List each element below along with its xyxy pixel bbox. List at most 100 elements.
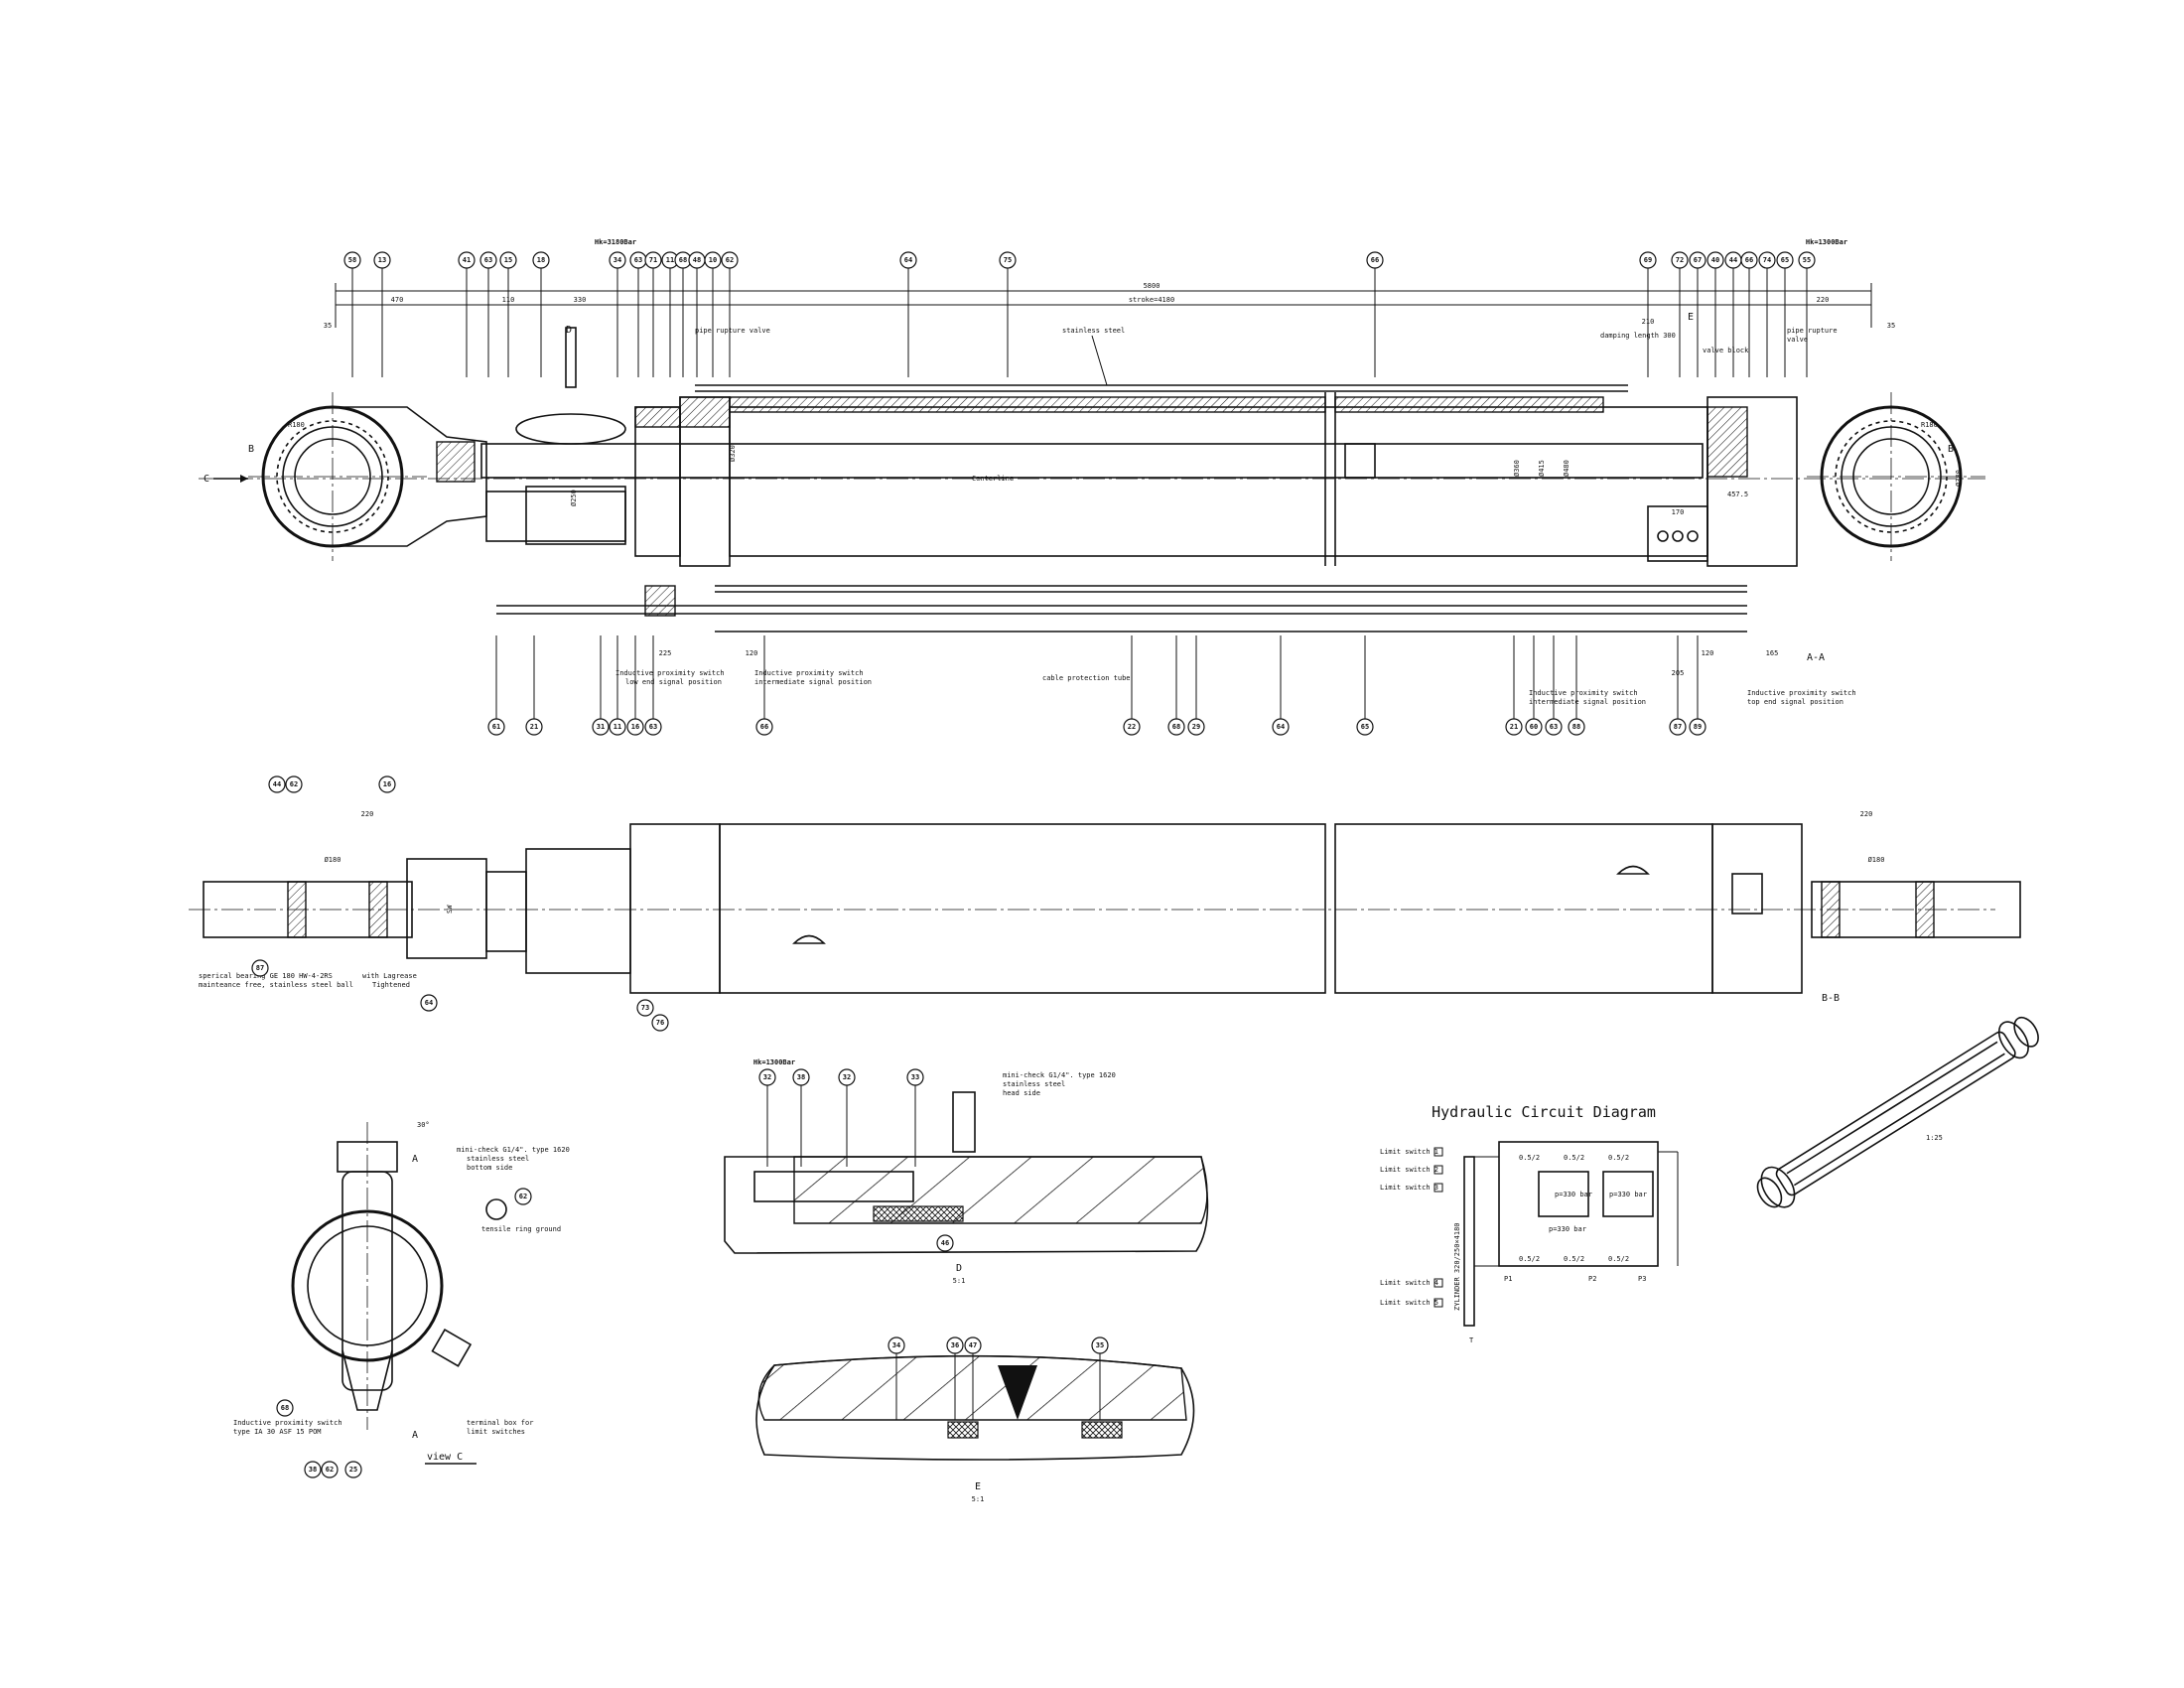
bb-left-eye	[203, 881, 413, 938]
dia-eye-right: Ø380	[1955, 470, 1963, 487]
hyd-comp-4: 0.5/2	[1519, 1154, 1540, 1162]
dia-tube: Ø360	[1513, 460, 1521, 477]
balloon-top-24: 74	[1758, 251, 1776, 377]
balloon-top-3: 41	[458, 251, 476, 377]
balloon-top-6: 18	[532, 251, 550, 377]
bearing-l1: sperical bearing GE 180 HW-4-2RS	[199, 972, 333, 980]
svg-text:63: 63	[484, 256, 492, 264]
prox-int-l2: intermediate signal position	[754, 678, 872, 686]
balloon-top-2: 13	[373, 251, 391, 377]
balloon-top-12: 48	[688, 251, 706, 377]
balloon-top-11: 68	[674, 251, 692, 377]
dim-225: 225	[659, 649, 672, 657]
balloon-top-18: 69	[1639, 251, 1657, 377]
isometric-view: 1:25	[1756, 1016, 2039, 1208]
rod-eye-radius: R180	[288, 421, 305, 429]
balloon-bottom-5: 16	[626, 635, 644, 736]
balloon-detaild-1: 32	[758, 1068, 776, 1167]
balloon-top-15: 64	[899, 251, 917, 377]
prox-low-l2: low end signal position	[625, 678, 722, 686]
dim-sw: SW	[446, 905, 454, 914]
svg-text:65: 65	[1361, 723, 1369, 731]
balloon-bottom-2: 21	[525, 635, 543, 736]
svg-text:66: 66	[1371, 256, 1379, 264]
svg-text:63: 63	[1550, 723, 1558, 731]
cable-tube-label: cable protection tube	[1042, 674, 1131, 682]
balloon-bottom-17: 87	[1669, 635, 1687, 736]
dim-220-bb-left: 220	[361, 810, 374, 818]
dim-220: 220	[1817, 296, 1830, 304]
svg-text:63: 63	[634, 256, 642, 264]
balloon-bottom-7: 66	[755, 635, 773, 736]
balloon-bottom-14: 60	[1525, 635, 1543, 736]
svg-text:66: 66	[760, 723, 768, 731]
svg-text:62: 62	[519, 1193, 527, 1200]
bearing-l2: mainteance free, stainless steel ball	[199, 981, 353, 989]
detail-e-label: E	[975, 1481, 981, 1492]
svg-text:44: 44	[273, 780, 281, 788]
limit-switch-3: Limit switch 3	[1380, 1184, 1438, 1192]
balloon-bottom-1: 61	[487, 635, 505, 736]
dia-b: Ø480	[1563, 460, 1570, 477]
balloon-side-5: 64	[420, 994, 438, 1012]
svg-text:62: 62	[290, 780, 298, 788]
dim-35-left: 35	[324, 322, 332, 330]
dim-35-right: 35	[1887, 322, 1895, 330]
svg-text:47: 47	[969, 1341, 977, 1349]
bb-base-flange	[1711, 823, 1803, 994]
balloon-detaile-3: 47	[964, 1336, 982, 1420]
svg-text:38: 38	[309, 1466, 317, 1474]
section-b-left: B	[248, 444, 254, 455]
dim-120-b: 120	[1702, 649, 1714, 657]
detail-d-circle	[515, 413, 626, 445]
pipe-rupture-2-l1: pipe rupture	[1787, 327, 1838, 335]
section-aa: A-A	[1807, 652, 1825, 663]
balloon-side-2: 62	[285, 775, 303, 793]
section-a-bottom: A	[412, 1430, 418, 1441]
section-a-top: A	[412, 1154, 418, 1165]
balloon-top-23: 66	[1740, 251, 1758, 377]
balloon-bottom-13: 21	[1505, 635, 1523, 736]
dim-470: 470	[391, 296, 404, 304]
balloon-top-20: 67	[1689, 251, 1706, 377]
svg-text:76: 76	[656, 1019, 664, 1027]
dia-bore: Ø320	[729, 445, 737, 462]
view-c-label: view C	[427, 1452, 463, 1463]
side-view-bb: B-B Ø180 220 220 Ø180 SW sperical bearin…	[189, 775, 2021, 1032]
dia-180-left: Ø180	[325, 856, 341, 864]
svg-text:41: 41	[463, 256, 471, 264]
balloon-bottom-8: 22	[1123, 635, 1141, 736]
svg-text:40: 40	[1711, 256, 1719, 264]
balloon-top-26: 55	[1798, 251, 1816, 377]
tensile-note: tensile ring ground	[481, 1225, 561, 1233]
balloon-top-4: 63	[479, 251, 497, 377]
svg-text:32: 32	[763, 1073, 771, 1081]
svg-text:89: 89	[1694, 723, 1702, 731]
balloon-detaild-2: 38	[792, 1068, 810, 1167]
svg-text:63: 63	[649, 723, 657, 731]
balloon-detaild-3: 32	[838, 1068, 856, 1167]
dia-out: Ø415	[1538, 460, 1546, 477]
dim-stroke: stroke=4180	[1129, 296, 1174, 304]
balloon-top-13: 10	[704, 251, 722, 377]
iso-scale: 1:25	[1926, 1134, 1943, 1142]
svg-text:62: 62	[726, 256, 734, 264]
gland-left	[485, 491, 626, 542]
svg-text:61: 61	[492, 723, 500, 731]
prox-view-l2: type IA 30 ASF 15 POM	[233, 1428, 322, 1436]
balloon-bottom-11: 64	[1272, 635, 1290, 736]
iso-cylinder	[1775, 1031, 2016, 1196]
hyd-comp-2: 0.5/2	[1564, 1255, 1584, 1263]
balloon-bottom-4: 11	[609, 635, 626, 736]
svg-text:64: 64	[425, 999, 433, 1007]
svg-text:25: 25	[349, 1466, 357, 1474]
hydraulic-cylinder	[1463, 1156, 1475, 1327]
balloon-viewc-1: 62	[514, 1188, 532, 1205]
dim-170: 170	[1672, 508, 1685, 516]
tube-wall-hatch	[729, 396, 1326, 413]
hyd-t: T	[1469, 1336, 1474, 1344]
section-bb: B-B	[1822, 993, 1840, 1004]
valve-block-body	[1647, 505, 1708, 562]
